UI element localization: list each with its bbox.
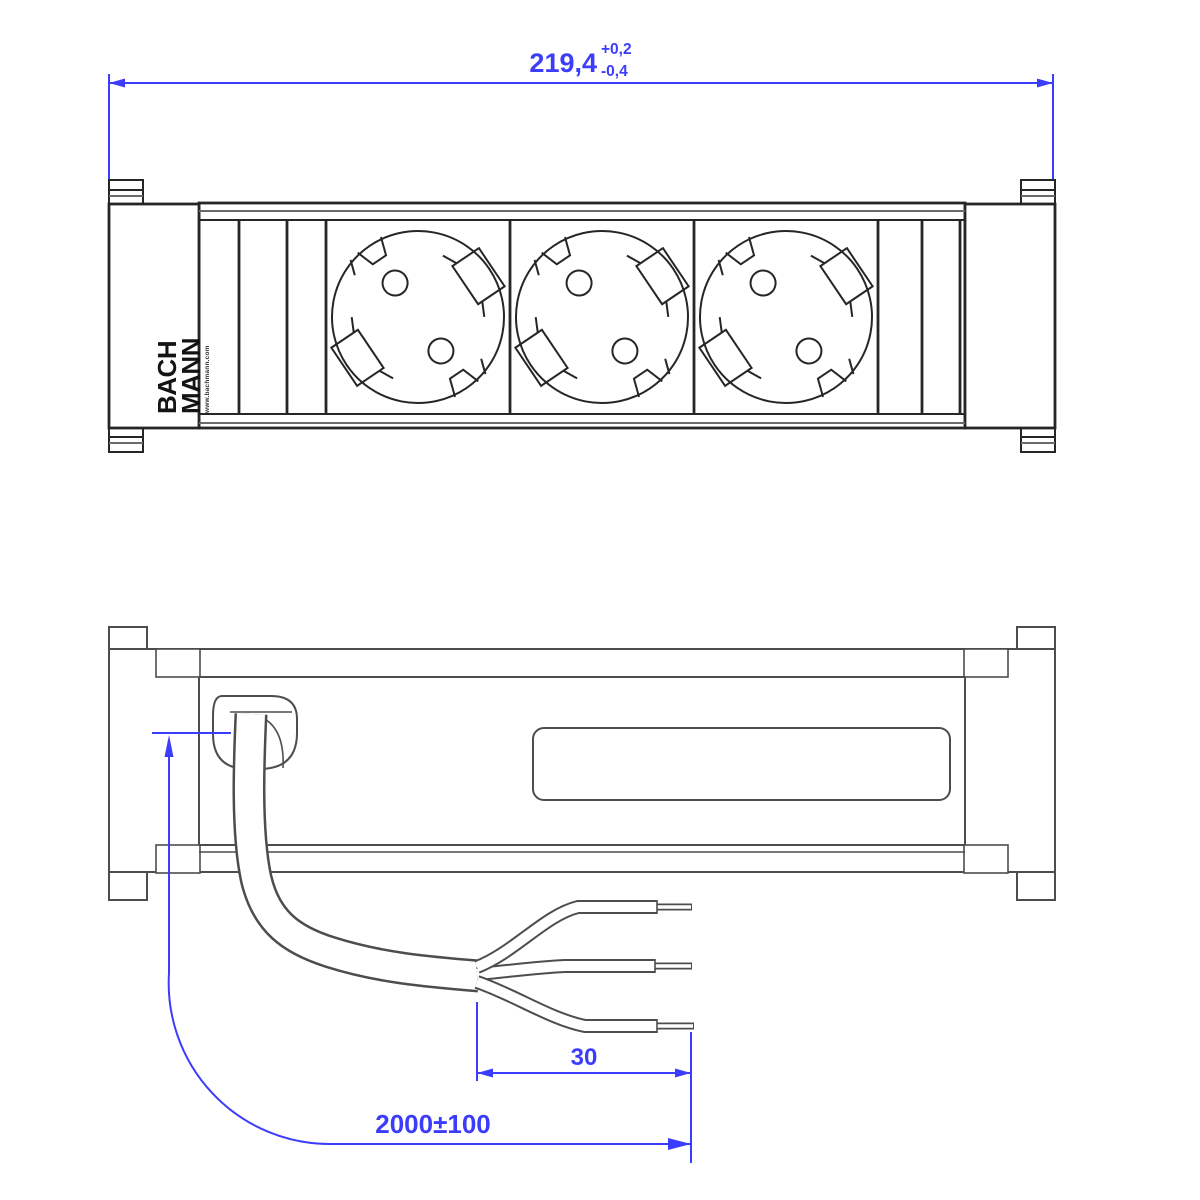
brand-logo: BACH MANN www.bachmann.com [152, 338, 211, 414]
brand-line1: BACH [152, 341, 182, 414]
arrowhead-right [675, 1068, 691, 1078]
side-end-cap-right [964, 648, 1056, 873]
wire-top [474, 900, 692, 974]
overall-length-value: 219,4 [529, 48, 597, 78]
strip-length-value: 30 [571, 1044, 598, 1071]
cable-exit-marker [152, 732, 231, 973]
power-cable [232, 713, 481, 993]
mounting-tab-top-right [1020, 179, 1056, 205]
mounting-tab-top-left [108, 179, 144, 205]
overall-tolerance-minus: -0,4 [601, 63, 628, 80]
label-recess [532, 727, 951, 801]
arrowhead-right [668, 1138, 691, 1150]
cable-length-value: 2000±100 [375, 1109, 491, 1139]
dimension-arc [167, 972, 331, 1146]
extrusion-body [197, 201, 967, 430]
cable-length-dimension: 2000±100 [167, 972, 691, 1150]
strip-length-dimension: 30 [476, 1002, 692, 1163]
overall-length-dimension: 219,4 +0,2 -0,4 [108, 41, 1054, 179]
top-view: BACH MANN www.bachmann.com [107, 179, 1057, 453]
overall-tolerance-plus: +0,2 [601, 41, 632, 58]
brand-line2: MANN [176, 338, 206, 414]
mounting-tab-bottom-left [108, 427, 144, 453]
side-cap-steps [155, 648, 1009, 874]
arrowhead-up [164, 735, 174, 757]
mounting-tab-bottom-right [1020, 427, 1056, 453]
arrowhead-right [1037, 78, 1053, 88]
side-end-cap-left [108, 648, 200, 873]
wire-bottom [474, 975, 694, 1033]
brand-website: www.bachmann.com [204, 345, 211, 414]
side-rails [199, 676, 965, 853]
wire-middle [476, 959, 692, 981]
end-cap-left [107, 202, 201, 430]
extrusion-channels [237, 220, 962, 414]
insulation-end-marks [654, 900, 658, 1033]
side-view [108, 626, 1056, 1033]
end-cap-right [963, 202, 1057, 430]
arrowhead-left [109, 78, 125, 88]
arrowhead-left [477, 1068, 493, 1078]
